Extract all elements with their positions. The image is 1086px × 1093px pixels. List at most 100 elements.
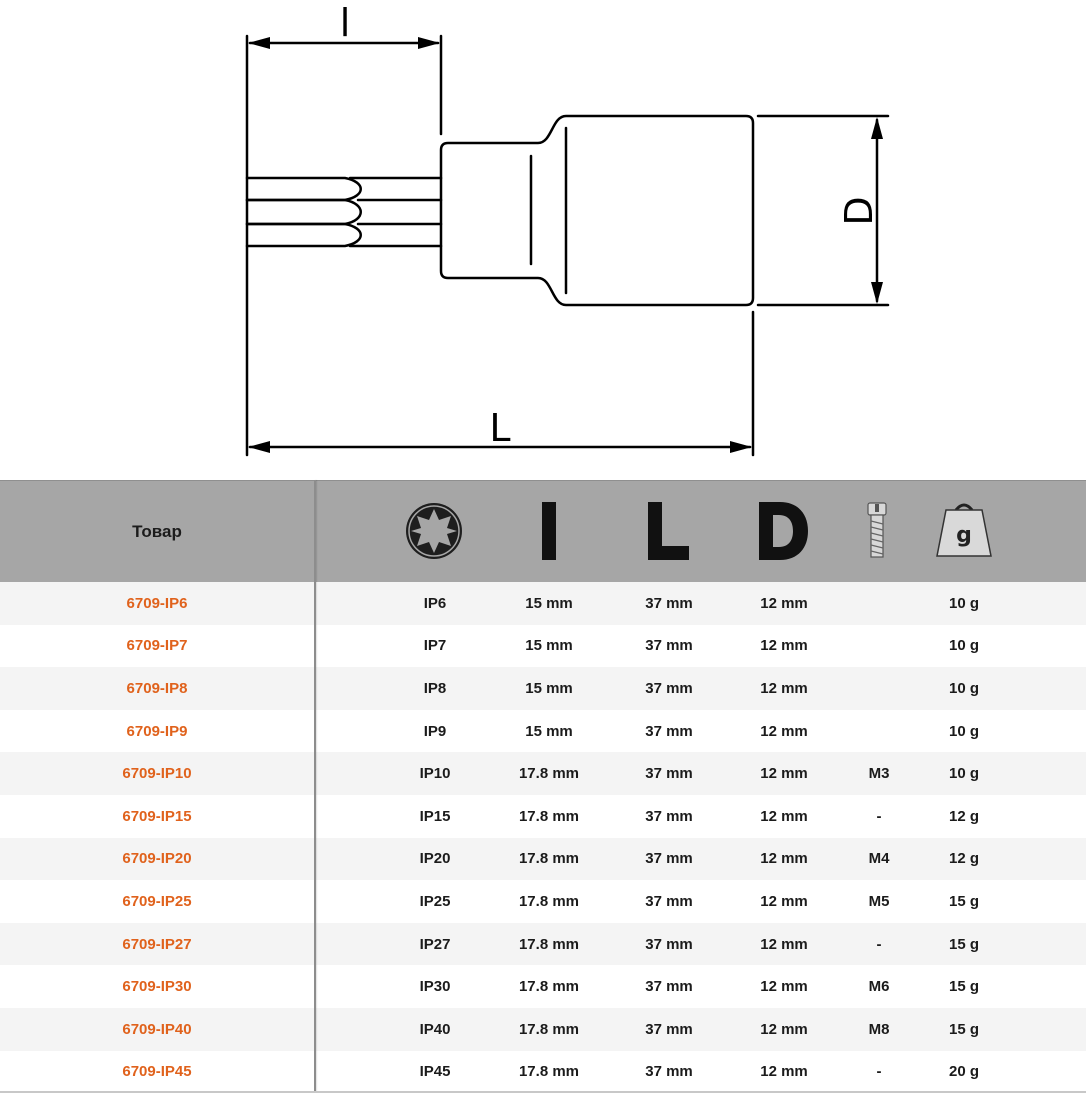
- cell-weight: 10 g: [948, 637, 979, 655]
- cell-diameter-D: 12 mm: [760, 594, 808, 612]
- cell-length-L: 37 mm: [645, 978, 693, 996]
- column-divider: [314, 480, 316, 1093]
- length-l-icon: [538, 495, 560, 567]
- cell-weight: 12 g: [948, 807, 979, 825]
- cell-product-link[interactable]: 6709-IP20: [122, 850, 192, 868]
- cell-product-link[interactable]: 6709-IP45: [122, 1063, 192, 1081]
- cell-torx-size: IP6: [423, 594, 447, 612]
- cell-weight: 10 g: [948, 722, 979, 740]
- cell-bolt-size: -: [876, 807, 882, 825]
- cell-torx-size: IP15: [419, 807, 451, 825]
- cell-length-L: 37 mm: [645, 1063, 693, 1081]
- technical-drawing: l L D: [245, 1, 890, 457]
- cell-bolt-size: [839, 582, 919, 625]
- weight-icon: g: [934, 495, 994, 567]
- dimension-label-l: l: [340, 1, 351, 45]
- cell-product-link[interactable]: 6709-IP15: [122, 807, 192, 825]
- cell-length-l: 15 mm: [525, 594, 573, 612]
- cell-length-L: 37 mm: [645, 722, 693, 740]
- table-row: 6709-IP20 IP20 17.8 mm 37 mm 12 mm M4 12 g: [0, 837, 1086, 881]
- cell-product-link[interactable]: 6709-IP30: [122, 978, 192, 996]
- cell-weight: 15 g: [948, 1020, 979, 1038]
- cell-bolt-size: M5: [868, 892, 890, 910]
- table-row: 6709-IP25 IP25 17.8 mm 37 mm 12 mm M5 15 g: [0, 880, 1086, 923]
- cell-torx-size: IP20: [419, 850, 451, 868]
- cell-bolt-size: -: [876, 1063, 882, 1081]
- cell-diameter-D: 12 mm: [760, 722, 808, 740]
- cell-bolt-size: [839, 625, 919, 668]
- dimension-label-L: L: [489, 406, 510, 450]
- cell-product-link[interactable]: 6709-IP10: [122, 765, 192, 783]
- cell-bolt-size: M3: [868, 765, 890, 783]
- socket-body: [439, 114, 755, 307]
- cell-weight: 10 g: [948, 765, 979, 783]
- cell-length-L: 37 mm: [645, 765, 693, 783]
- cell-diameter-D: 12 mm: [760, 679, 808, 697]
- cell-length-l: 17.8 mm: [518, 1020, 580, 1038]
- cell-weight: 12 g: [948, 850, 979, 868]
- cell-length-L: 37 mm: [645, 807, 693, 825]
- cell-product-link[interactable]: 6709-IP7: [126, 637, 188, 655]
- cell-diameter-D: 12 mm: [760, 850, 808, 868]
- cell-torx-size: IP10: [419, 765, 451, 783]
- cell-length-l: 17.8 mm: [518, 892, 580, 910]
- cell-weight: 15 g: [948, 978, 979, 996]
- cell-weight: 15 g: [948, 935, 979, 953]
- cell-length-l: 15 mm: [525, 722, 573, 740]
- cell-length-l: 17.8 mm: [518, 978, 580, 996]
- length-L-icon: [645, 495, 691, 567]
- cell-weight: 10 g: [948, 679, 979, 697]
- table-row: 6709-IP27 IP27 17.8 mm 37 mm 12 mm - 15 g: [0, 922, 1086, 966]
- cell-length-l: 15 mm: [525, 679, 573, 697]
- diameter-D-icon: [756, 495, 810, 567]
- cell-length-L: 37 mm: [645, 679, 693, 697]
- cell-product-link[interactable]: 6709-IP6: [126, 594, 188, 612]
- cell-length-l: 15 mm: [525, 637, 573, 655]
- cell-torx-size: IP40: [419, 1020, 451, 1038]
- cell-product-link[interactable]: 6709-IP40: [122, 1020, 192, 1038]
- cell-product-link[interactable]: 6709-IP25: [122, 892, 192, 910]
- cell-bolt-size: M6: [868, 978, 890, 996]
- cell-diameter-D: 12 mm: [760, 1020, 808, 1038]
- cell-length-L: 37 mm: [645, 1020, 693, 1038]
- cell-length-L: 37 mm: [645, 850, 693, 868]
- cell-product-link[interactable]: 6709-IP8: [126, 679, 188, 697]
- cell-torx-size: IP27: [419, 935, 451, 953]
- cell-weight: 10 g: [948, 594, 979, 612]
- dimension-label-D: D: [837, 196, 881, 225]
- cell-torx-size: IP8: [423, 679, 447, 697]
- table-row: 6709-IP8 IP8 15 mm 37 mm 12 mm 10 g: [0, 667, 1086, 710]
- cell-weight: 15 g: [948, 892, 979, 910]
- cell-bolt-size: -: [876, 935, 882, 953]
- header-product: Товар: [132, 522, 182, 541]
- cell-diameter-D: 12 mm: [760, 892, 808, 910]
- cell-product-link[interactable]: 6709-IP9: [126, 722, 188, 740]
- table-header: Товар: [0, 480, 1086, 582]
- cell-bolt-size: [839, 710, 919, 753]
- cell-length-L: 37 mm: [645, 637, 693, 655]
- cell-length-l: 17.8 mm: [518, 935, 580, 953]
- cell-length-l: 17.8 mm: [518, 765, 580, 783]
- bit-lobe-bottom: [245, 222, 362, 248]
- cell-torx-size: IP30: [419, 978, 451, 996]
- cell-length-L: 37 mm: [645, 935, 693, 953]
- table-bottom-border: [0, 1091, 1086, 1093]
- weight-icon-label: g: [956, 523, 972, 548]
- cell-torx-size: IP25: [419, 892, 451, 910]
- cell-length-L: 37 mm: [645, 892, 693, 910]
- cell-length-L: 37 mm: [645, 594, 693, 612]
- cell-bolt-size: M4: [868, 850, 890, 868]
- cell-bolt-size: [839, 667, 919, 710]
- cell-length-l: 17.8 mm: [518, 1063, 580, 1081]
- cell-torx-size: IP45: [419, 1063, 451, 1081]
- cell-diameter-D: 12 mm: [760, 1063, 808, 1081]
- cell-product-link[interactable]: 6709-IP27: [122, 935, 192, 953]
- cell-diameter-D: 12 mm: [760, 935, 808, 953]
- torx-profile-icon: [404, 495, 464, 567]
- bolt-icon: [864, 495, 890, 567]
- cell-length-l: 17.8 mm: [518, 850, 580, 868]
